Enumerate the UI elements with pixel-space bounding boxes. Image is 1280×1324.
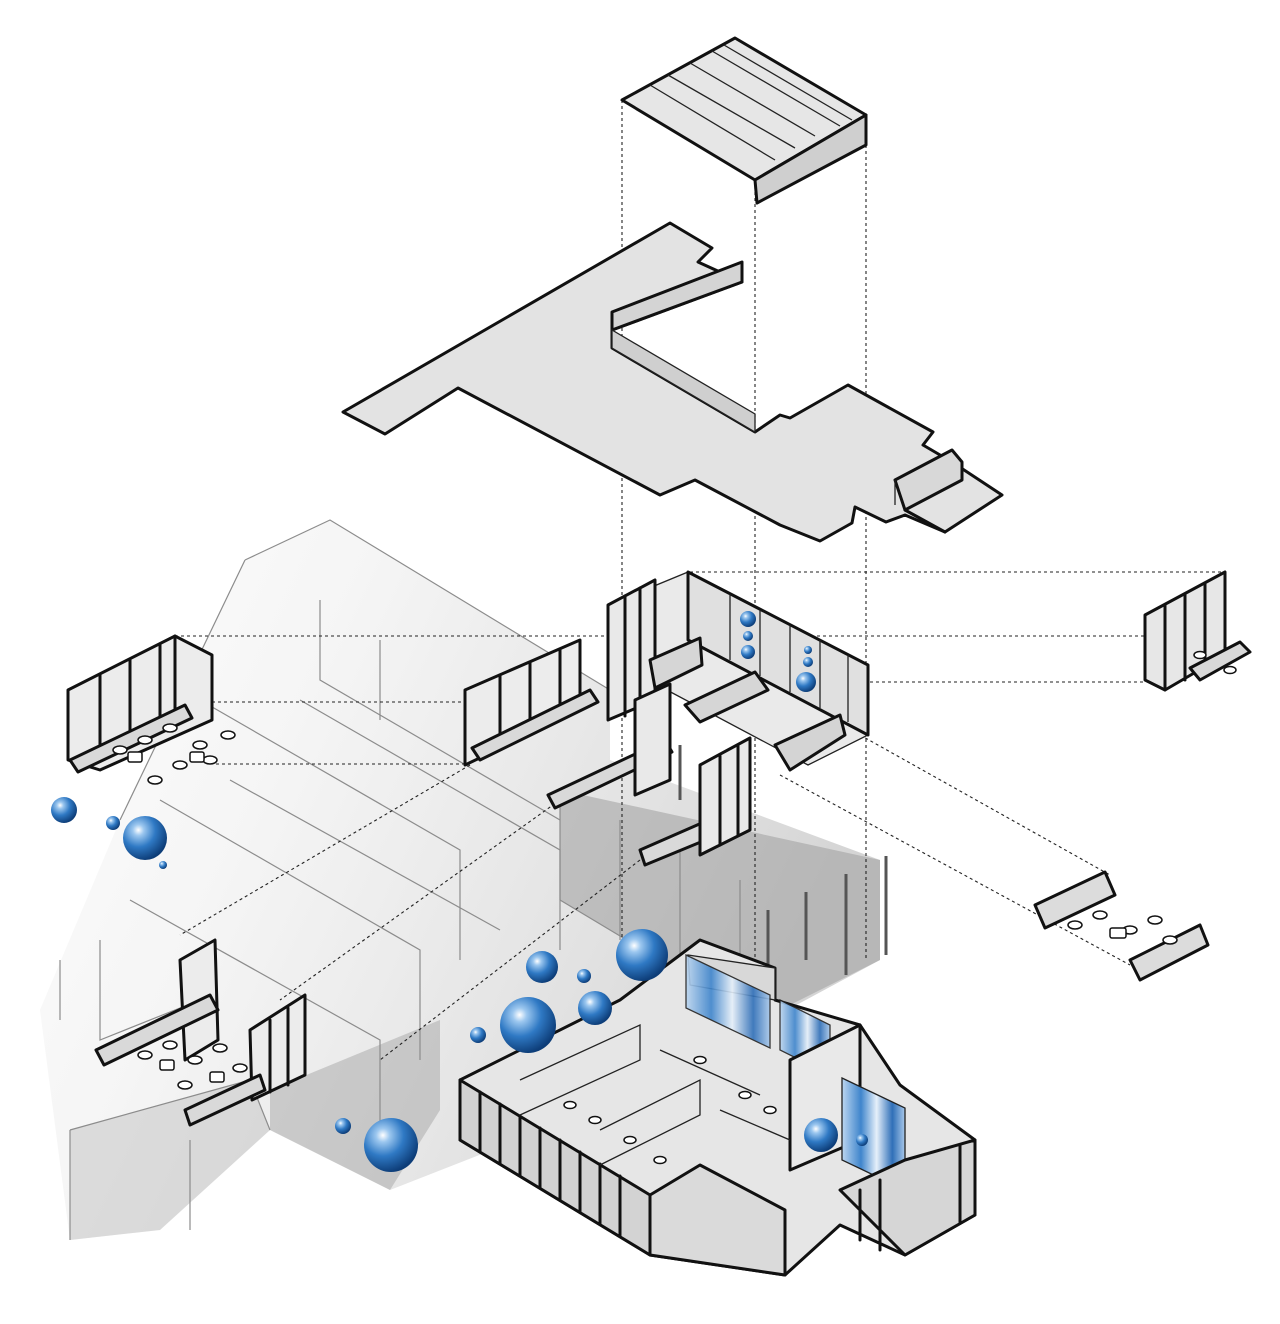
upper-fitout bbox=[463, 570, 870, 867]
sphere-icon bbox=[106, 816, 120, 830]
sphere-icon bbox=[51, 797, 77, 823]
sphere-icon bbox=[804, 1118, 838, 1152]
sphere-icon bbox=[526, 951, 558, 983]
lounge-module bbox=[1033, 870, 1210, 982]
ceiling-plan bbox=[341, 221, 1004, 543]
projection-lines bbox=[175, 100, 1225, 1061]
sphere-icon bbox=[856, 1134, 868, 1146]
sphere-icon bbox=[577, 969, 591, 983]
spheres bbox=[51, 611, 868, 1172]
left-module bbox=[66, 634, 214, 774]
right-module bbox=[1143, 570, 1252, 692]
sphere-icon bbox=[470, 1027, 486, 1043]
furniture bbox=[112, 650, 1237, 1165]
sphere-icon bbox=[616, 929, 668, 981]
sphere-icon bbox=[364, 1118, 418, 1172]
chair-icon bbox=[112, 650, 1237, 1165]
sphere-icon bbox=[123, 816, 167, 860]
sphere-icon bbox=[741, 645, 755, 659]
sphere-icon bbox=[740, 611, 756, 627]
lower-left-module bbox=[94, 938, 307, 1127]
table-icon bbox=[127, 751, 1127, 1083]
roof-panel bbox=[620, 36, 868, 205]
sphere-icon bbox=[578, 991, 612, 1025]
sphere-icon bbox=[335, 1118, 351, 1134]
ghost-columns bbox=[678, 745, 888, 975]
sphere-icon bbox=[804, 646, 812, 654]
sphere-icon bbox=[803, 657, 813, 667]
sphere-icon bbox=[500, 997, 556, 1053]
sphere-icon bbox=[159, 861, 167, 869]
sphere-icon bbox=[796, 672, 816, 692]
sphere-icon bbox=[743, 631, 753, 641]
